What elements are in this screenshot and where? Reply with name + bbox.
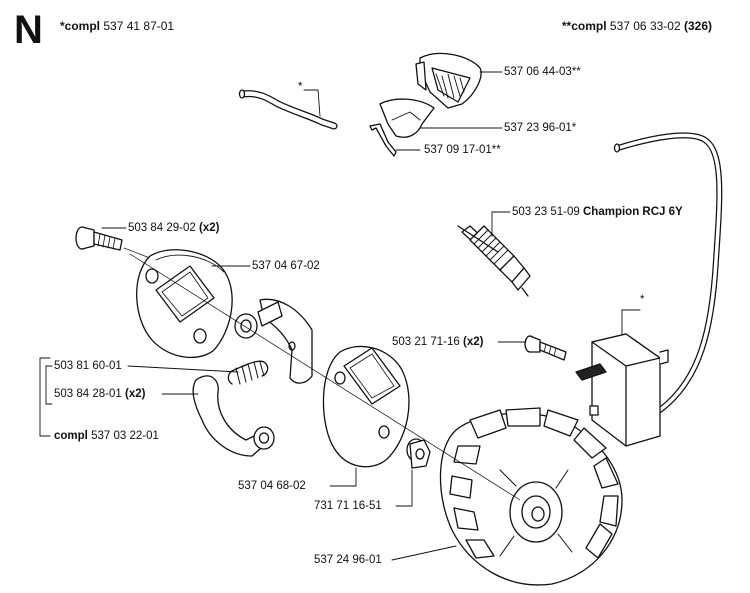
label-module-marker: *: [640, 294, 645, 306]
header-right-suffix: (326): [683, 19, 712, 33]
module-screw-number: 503 21 71-16: [392, 336, 460, 348]
clutch-compl-number: 537 03 22-01: [91, 430, 159, 442]
header-left-number: 537 41 87-01: [103, 19, 175, 33]
header-right-prefix: **compl: [561, 19, 607, 33]
hose-part: [238, 89, 338, 130]
screw-top-qty: (x2): [199, 222, 220, 234]
leader-hose: [303, 89, 321, 117]
header-left-compl: *compl 537 41 87-01: [60, 19, 174, 33]
label-clutch-compl: compl 537 03 22-01: [54, 429, 159, 443]
section-letter: N: [14, 8, 43, 52]
air-guide-cover-part: [415, 52, 482, 109]
label-bracket: [39, 357, 53, 437]
label-flywheel: 537 24 96-01: [314, 554, 382, 566]
spark-plug-name: Champion RCJ 6Y: [583, 206, 683, 218]
leader-clutch-plate-rear: [329, 467, 357, 487]
label-clutch-plate-rear: 537 04 68-02: [238, 480, 306, 492]
spark-plug-number: 503 23 51-09: [512, 206, 580, 218]
screw-top-part: [75, 226, 123, 251]
clutch-shoe-lower-part: [192, 375, 275, 457]
clutch-plate-rear-part: [322, 345, 410, 468]
clutch-shoe-upper-part: [234, 298, 313, 384]
clutch-spring-part: [227, 360, 269, 385]
clutch-plate-front-part: [136, 249, 233, 359]
header-right-compl: **compl 537 06 33-02 (326): [562, 19, 712, 33]
label-hose-marker: *: [298, 81, 303, 93]
shoe-screw-number: 503 84 28-01: [54, 388, 122, 400]
assembly-axis: [129, 253, 521, 501]
spark-plug-part: [457, 225, 531, 297]
label-air-guide-cover: 537 06 44-03**: [504, 66, 581, 78]
label-spark-plug: 503 23 51-09 Champion RCJ 6Y: [512, 205, 683, 219]
label-screw-top: 503 84 29-02 (x2): [128, 221, 219, 235]
label-washer: 731 71 16-51: [314, 500, 382, 512]
module-screw-qty: (x2): [463, 336, 484, 348]
leader-washer: [395, 469, 413, 507]
label-deflector: 537 23 96-01*: [504, 122, 577, 134]
ignition-module-part: [575, 333, 669, 447]
clutch-compl-prefix: compl: [54, 430, 88, 442]
leader-flywheel: [391, 545, 457, 561]
ignition-lead-part: [613, 132, 723, 413]
label-spring-clip: 537 09 17-01**: [424, 144, 501, 156]
leader-spring: [127, 365, 239, 373]
spring-clip-part: [369, 123, 397, 157]
deflector-part: [379, 98, 435, 138]
shoe-screw-qty: (x2): [125, 388, 146, 400]
flywheel-part: [439, 407, 623, 586]
module-screw-part: [524, 335, 567, 361]
screw-top-number: 503 84 29-02: [128, 222, 196, 234]
header-right-number: 537 06 33-02: [609, 19, 681, 33]
header-left-prefix: *compl: [60, 19, 101, 33]
label-module-screw: 503 21 71-16 (x2): [392, 335, 483, 349]
label-spring: 503 81 60-01: [54, 360, 122, 372]
washer-part: [406, 438, 431, 469]
label-shoe-screw: 503 84 28-01 (x2): [54, 387, 145, 401]
label-clutch-plate-front: 537 04 67-02: [252, 260, 320, 272]
axis-line-screw: [123, 247, 151, 259]
